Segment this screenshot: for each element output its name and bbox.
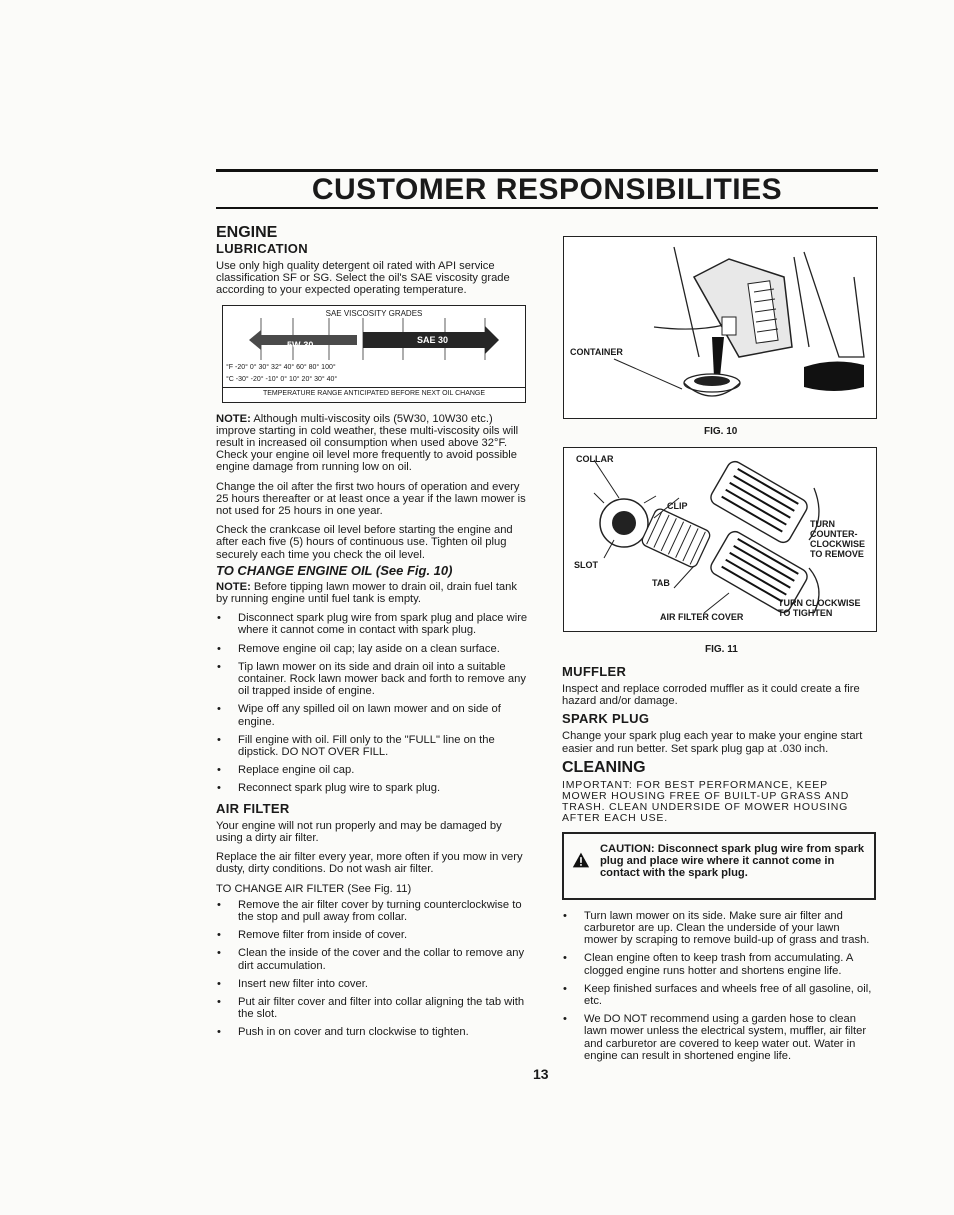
list-item: Wipe off any spilled oil on lawn mower a… <box>216 703 530 727</box>
right-column: MUFFLER Inspect and replace corroded muf… <box>562 664 876 1068</box>
list-item: Clean the inside of the cover and the co… <box>216 947 530 971</box>
list-item: Remove engine oil cap; lay aside on a cl… <box>216 643 530 655</box>
oil-steps-list: Disconnect spark plug wire from spark pl… <box>216 612 530 795</box>
grade-high-label: SAE 30 <box>417 334 449 345</box>
list-item: Keep finished surfaces and wheels free o… <box>562 983 876 1007</box>
list-item: Remove filter from inside of cover. <box>216 929 530 941</box>
change-oil-heading: TO CHANGE ENGINE OIL (See Fig. 10) <box>216 562 453 578</box>
air-filter-p3: TO CHANGE AIR FILTER (See Fig. 11) <box>216 882 412 895</box>
fig11-caption: FIG. 11 <box>705 644 738 655</box>
cleaning-steps-list: Turn lawn mower on its side. Make sure a… <box>562 910 876 1062</box>
label-tab: TAB <box>652 578 670 588</box>
list-item: Reconnect spark plug wire to spark plug. <box>216 782 530 794</box>
list-item: Turn lawn mower on its side. Make sure a… <box>562 910 876 947</box>
page-title: CUSTOMER RESPONSIBILITIES <box>311 173 783 206</box>
list-item: Disconnect spark plug wire from spark pl… <box>216 612 530 636</box>
list-item: Put air filter cover and filter into col… <box>216 996 530 1020</box>
note-multiviscosity: NOTE: Although multi-viscosity oils (5W3… <box>216 412 519 474</box>
warning-icon <box>572 852 590 868</box>
note-drain-fuel: NOTE: Before tipping lawn mower to drain… <box>216 580 517 606</box>
label-turn-remove: TURN COUNTER-CLOCKWISE TO REMOVE <box>810 519 865 559</box>
viscosity-chart: SAE VISCOSITY GRADES 5W-30 SAE 30 °F -20… <box>222 304 526 403</box>
fig10-caption: FIG. 10 <box>704 426 738 437</box>
title-rule-bottom <box>216 207 878 209</box>
celsius-row: °C -30° -20° -10° 0° 10° 20° 30° 40° <box>226 375 338 383</box>
oil-drain-illustration <box>613 246 865 397</box>
label-collar: COLLAR <box>576 454 614 464</box>
change-oil-interval: Change the oil after the first two hours… <box>216 480 526 518</box>
label-turn-tighten: TURN CLOCKWISE TO TIGHTEN <box>778 598 861 618</box>
viscosity-chart-footer: TEMPERATURE RANGE ANTICIPATED BEFORE NEX… <box>223 387 525 400</box>
viscosity-arrows <box>249 317 499 360</box>
air-filter-p1: Your engine will not run properly and ma… <box>216 819 502 844</box>
fahrenheit-row: °F -20° 0° 30° 32° 40° 60° 80° 100° <box>226 363 336 371</box>
list-item: Insert new filter into cover. <box>216 978 530 990</box>
list-item: Replace engine oil cap. <box>216 764 530 776</box>
filter-steps-list: Remove the air filter cover by turning c… <box>216 899 530 1039</box>
list-item: We DO NOT recommend using a garden hose … <box>562 1013 876 1062</box>
page-number: 13 <box>533 1066 549 1082</box>
air-filter-heading: AIR FILTER <box>216 800 290 816</box>
left-column: ENGINE LUBRICATION Use only high quality… <box>216 224 530 1045</box>
list-item: Clean engine often to keep trash from ac… <box>562 952 876 976</box>
list-item: Remove the air filter cover by turning c… <box>216 899 530 923</box>
figure-10: CONTAINER <box>563 236 877 419</box>
label-air-filter-cover: AIR FILTER COVER <box>660 612 744 622</box>
spark-plug-text: Change your spark plug each year to make… <box>562 730 863 755</box>
list-item: Fill engine with oil. Fill only to the "… <box>216 734 530 758</box>
check-oil-level: Check the crankcase oil level before sta… <box>216 524 513 561</box>
muffler-heading: MUFFLER <box>562 664 627 679</box>
air-filter-illustration <box>593 459 820 614</box>
figure-11: COLLAR CLIP SLOT TAB AIR FILTER COVER TU… <box>563 447 877 632</box>
cleaning-important: IMPORTANT: FOR BEST PERFORMANCE, KEEP MO… <box>562 778 850 824</box>
list-item: Tip lawn mower on its side and drain oil… <box>216 661 530 698</box>
list-item: Push in on cover and turn clockwise to t… <box>216 1026 530 1038</box>
viscosity-chart-title: SAE VISCOSITY GRADES <box>325 308 423 318</box>
caution-text: CAUTION: Disconnect spark plug wire from… <box>599 842 865 880</box>
title-rule-top <box>216 169 878 172</box>
label-slot: SLOT <box>574 560 598 570</box>
lubrication-heading: LUBRICATION <box>216 241 308 256</box>
air-filter-p2: Replace the air filter every year, more … <box>216 851 523 876</box>
caution-box: CAUTION: Disconnect spark plug wire from… <box>562 831 876 900</box>
spark-plug-heading: SPARK PLUG <box>562 711 650 727</box>
label-clip: CLIP <box>667 501 688 511</box>
label-container: CONTAINER <box>570 347 623 357</box>
grade-low-label: 5W-30 <box>287 339 314 350</box>
cleaning-heading: CLEANING <box>562 758 646 776</box>
muffler-text: Inspect and replace corroded muffler as … <box>562 683 860 708</box>
engine-heading: ENGINE <box>216 224 278 241</box>
lubrication-text: Use only high quality detergent oil rate… <box>216 260 510 297</box>
